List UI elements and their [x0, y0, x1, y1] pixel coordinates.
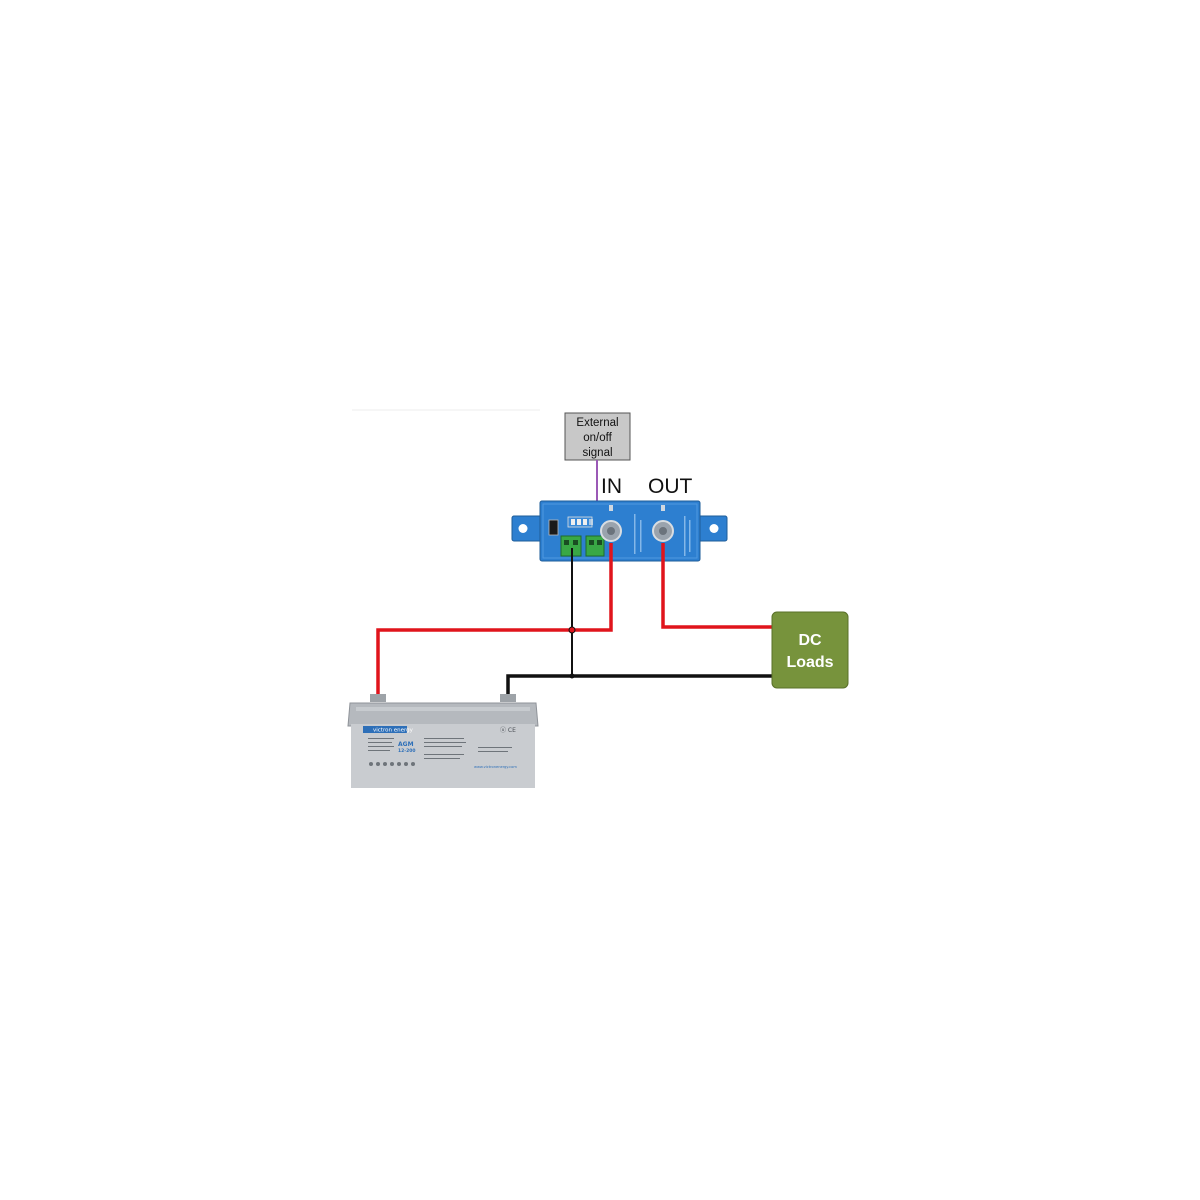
signal-box-line-3: signal: [582, 447, 612, 459]
battery-spec-text: [368, 738, 512, 759]
negative-wire-main: [506, 674, 775, 698]
dc-loads-line-1: DC: [798, 632, 822, 649]
mount-tab-left: [511, 515, 545, 542]
mount-hole-right: [709, 524, 719, 533]
battery: victron energy AGM 12-200 ⓤ CE: [347, 694, 539, 788]
battery-brand: victron energy: [373, 728, 414, 734]
battery-brand-band: [363, 726, 407, 733]
dc-loads-line-2: Loads: [786, 654, 833, 671]
battery-positive-post: [370, 694, 386, 702]
battery-cert-mark: ⓤ CE: [500, 726, 516, 734]
negative-junction: [569, 673, 575, 679]
dc-loads-box: DC Loads: [771, 611, 849, 689]
battery-warning-icons: [369, 762, 415, 766]
out-label: OUT: [648, 475, 693, 498]
battery-body: [351, 724, 535, 788]
in-label: IN: [601, 475, 622, 498]
wire-crossover: [568, 626, 576, 634]
battery-website: www.victronenergy.com: [474, 765, 517, 769]
positive-wire-in: [376, 543, 613, 698]
battery-protect-device: [511, 500, 728, 562]
external-signal-box: External on/off signal: [564, 412, 631, 461]
device-display: [548, 519, 559, 536]
green-terminal-right: [585, 535, 605, 557]
battery-model-line-1: AGM: [398, 741, 414, 748]
signal-box-line-1: External: [576, 417, 618, 429]
mount-hole-left: [518, 524, 528, 533]
battery-model-line-2: 12-200: [398, 748, 416, 754]
positive-wire-out: [661, 543, 775, 629]
signal-box-line-2: on/off: [583, 432, 612, 444]
battery-negative-post: [500, 694, 516, 702]
battery-lid: [347, 702, 539, 727]
